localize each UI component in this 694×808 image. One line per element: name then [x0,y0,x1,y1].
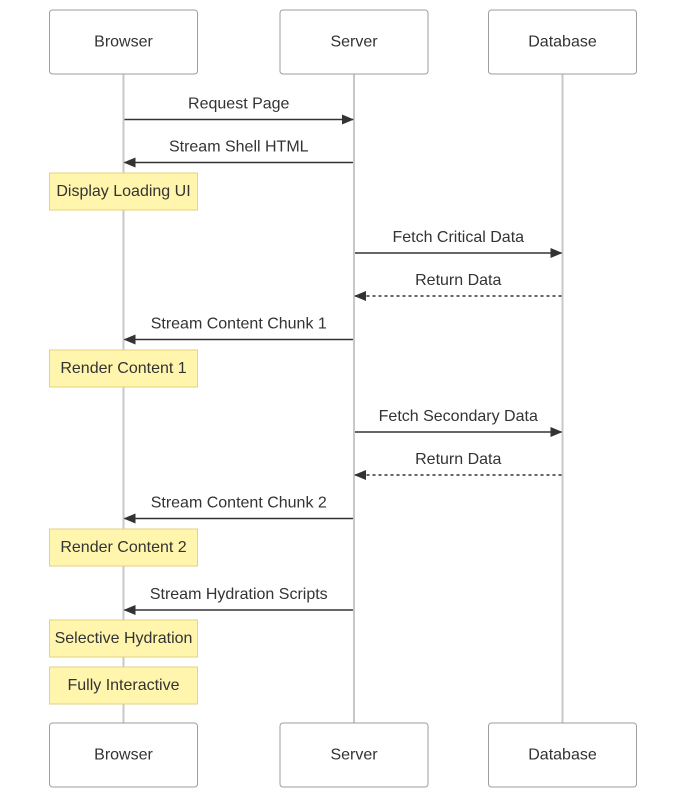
message-8: Fetch Secondary Data [355,408,563,437]
actor-box [279,9,429,75]
actor-top-server: Server [279,9,429,75]
message-label: Return Data [415,451,501,468]
actor-bottom-database: Database [488,722,637,788]
actor-box [488,9,637,75]
actor-label: Database [528,747,597,764]
actor-box [279,722,429,788]
note-label: Render Content 2 [60,539,186,556]
actor-label: Browser [94,747,153,764]
message-2: Stream Shell HTML [123,139,353,168]
actor-box [488,722,637,788]
message-label: Stream Shell HTML [169,139,309,156]
note-14: Fully Interactive [49,666,198,705]
note-box [49,349,198,388]
message-label: Stream Content Chunk 2 [151,495,327,512]
actor-top-database: Database [488,9,637,75]
message-5: Return Data [354,272,562,301]
actor-bottom-browser: Browser [49,722,198,788]
actor-label: Database [528,34,597,51]
note-label: Selective Hydration [55,630,193,647]
actor-label: Server [330,34,378,51]
actor-box [49,722,198,788]
message-12: Stream Hydration Scripts [123,586,353,615]
actor-label: Browser [94,34,153,51]
actor-bottom-server: Server [279,722,429,788]
message-label: Stream Hydration Scripts [150,586,328,603]
message-9: Return Data [354,451,562,480]
note-box [49,172,198,211]
note-7: Render Content 1 [49,349,198,388]
actor-box [49,9,198,75]
note-label: Fully Interactive [67,677,179,694]
note-label: Display Loading UI [56,183,190,200]
message-label: Request Page [188,96,290,113]
message-label: Fetch Critical Data [392,229,524,246]
note-13: Selective Hydration [49,619,198,658]
note-3: Display Loading UI [49,172,198,211]
note-box [49,666,198,705]
message-4: Fetch Critical Data [355,229,563,258]
message-1: Request Page [124,96,354,125]
actor-label: Server [330,747,378,764]
actor-top-browser: Browser [49,9,198,75]
message-label: Stream Content Chunk 1 [151,316,327,333]
message-6: Stream Content Chunk 1 [123,316,353,345]
message-10: Stream Content Chunk 2 [123,495,353,524]
message-label: Fetch Secondary Data [379,408,538,425]
note-11: Render Content 2 [49,528,198,567]
note-label: Render Content 1 [60,360,186,377]
message-label: Return Data [415,272,501,289]
note-box [49,619,198,658]
note-box [49,528,198,567]
